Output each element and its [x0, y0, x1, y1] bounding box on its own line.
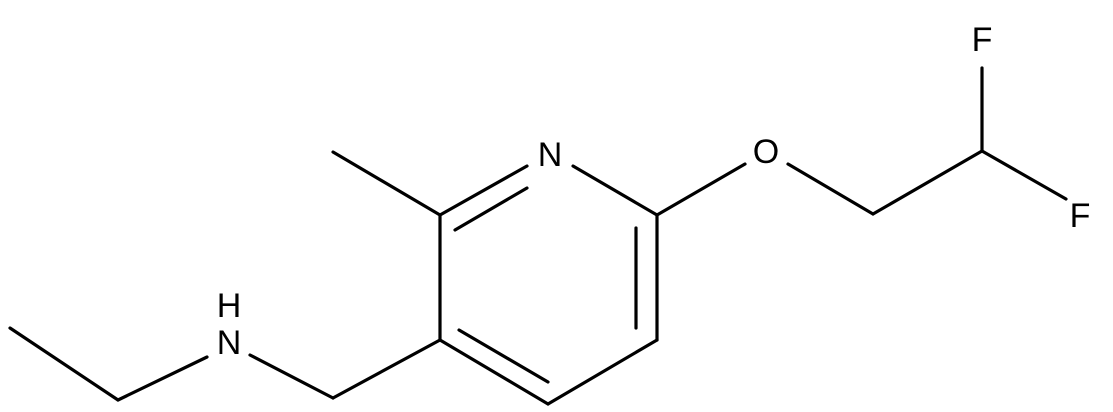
- atom-fluorine-top: F: [972, 21, 993, 59]
- atom-amine-hydrogen: H: [217, 287, 242, 325]
- bond-c-f-right: [980, 149, 1068, 201]
- bond-methyl: [331, 150, 442, 217]
- bond-o-ch2: [786, 162, 875, 216]
- bond-ring-c2-n1-double: [453, 186, 529, 232]
- bond-ring-c5-c4: [546, 338, 659, 406]
- bond-ring-n1-c6: [571, 164, 659, 217]
- bond-ethyl-ch2-n: [116, 355, 209, 402]
- bond-ring-c4-c3-double: [457, 328, 550, 384]
- bond-c6-o: [655, 162, 747, 217]
- bond-n-ch2: [248, 353, 335, 400]
- atom-oxygen: O: [753, 133, 779, 171]
- bond-ring-c2-n1: [438, 164, 529, 217]
- bond-ch2-chf2: [871, 149, 984, 216]
- bond-ch2-ring: [331, 338, 442, 400]
- atom-fluorine-right: F: [1070, 197, 1091, 235]
- bond-ring-c4-c3: [438, 338, 550, 406]
- atom-nitrogen-amine: N: [217, 324, 242, 362]
- atom-nitrogen-ring: N: [538, 136, 563, 174]
- bond-ethyl-ch3-ch2: [8, 326, 120, 402]
